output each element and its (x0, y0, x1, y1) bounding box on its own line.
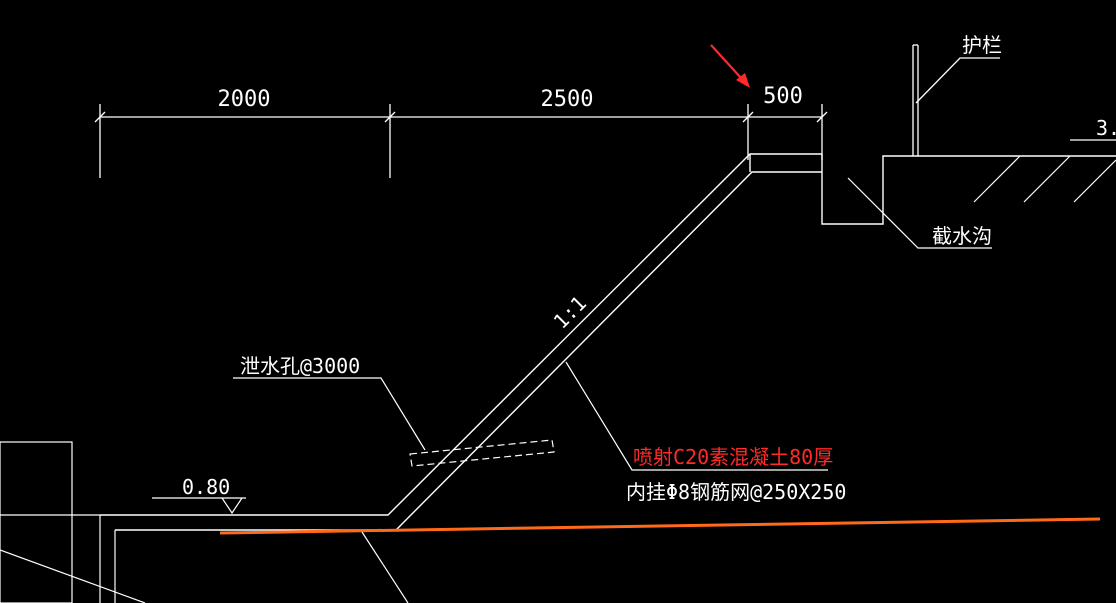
shotcrete-label: 喷射C20素混凝土80厚 (633, 445, 833, 469)
red-arrow-icon (710, 44, 750, 88)
cutoff-ditch-leader (847, 177, 992, 249)
slope-inner-line (115, 171, 822, 531)
slope-ratio-label: 1:1 (549, 291, 592, 334)
lower-left-structure (0, 441, 409, 603)
dimension-text-2500: 2500 (541, 87, 594, 112)
dimension-text-2000: 2000 (218, 87, 271, 112)
cutoff-ditch-profile (821, 154, 1020, 225)
slope-top-line (100, 153, 822, 516)
edge-value-text: 3. (1096, 116, 1116, 140)
dimension-tick (816, 111, 828, 123)
weep-hole-leader (233, 377, 426, 451)
railing (912, 44, 1000, 156)
dimension-tick (384, 111, 396, 123)
dimension-tick (742, 111, 754, 123)
weep-hole-pipe (409, 439, 555, 467)
cutoff-ditch-label: 截水沟 (932, 224, 992, 248)
railing-leader (915, 57, 1000, 104)
orange-ground-line (219, 517, 1101, 535)
shotcrete-leader (565, 361, 828, 471)
dimension-text-500: 500 (763, 84, 803, 109)
elevation-label: 0.80 (182, 475, 230, 499)
ground-hatching (973, 139, 1116, 203)
mesh-label: 内挂Φ8钢筋网@250X250 (626, 480, 846, 504)
slope-structure (100, 153, 1116, 531)
dimension-chain (94, 104, 828, 178)
elevation-marker (152, 497, 246, 515)
weep-hole-label: 泄水孔@3000 (240, 354, 360, 378)
railing-label: 护栏 (962, 33, 1002, 57)
dimension-tick (94, 111, 106, 123)
